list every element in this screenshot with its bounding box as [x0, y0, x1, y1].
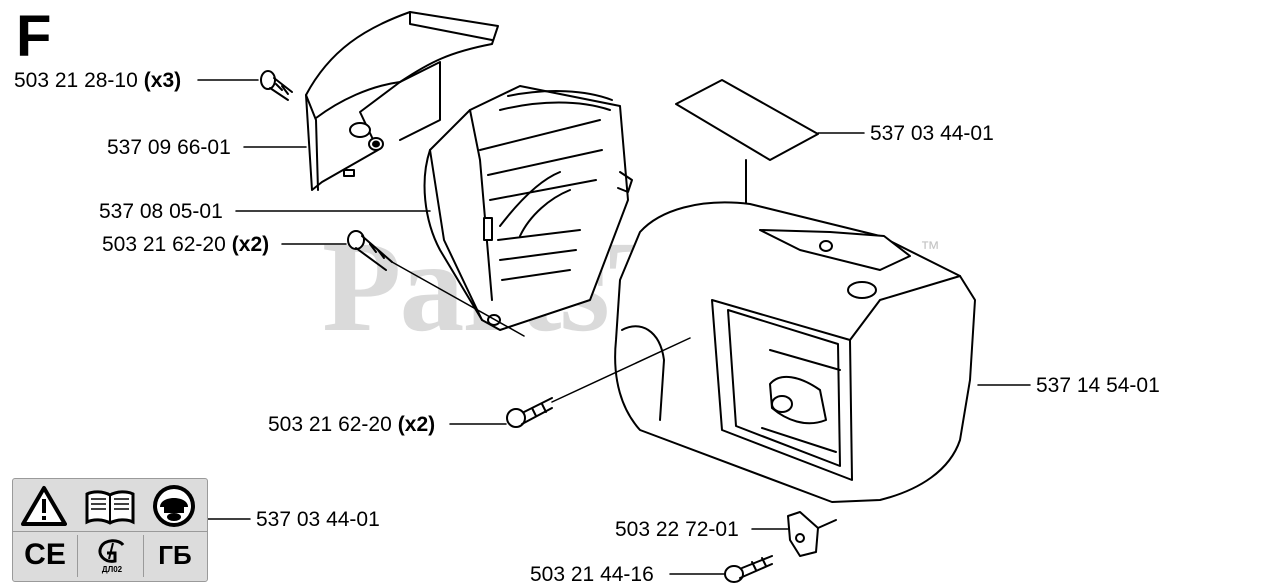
- callout-screw-top: 503 21 28-10(x3): [14, 69, 181, 93]
- part-number: 503 21 62-20: [268, 413, 392, 436]
- warning-triangle-icon: [21, 486, 67, 526]
- part-number: 503 21 44-16: [530, 563, 654, 586]
- cylinder-shroud-part: [423, 85, 633, 331]
- panel-divider: [13, 531, 207, 532]
- callout-screw-clip: 503 21 44-16: [530, 563, 654, 587]
- rst-mark-subtext: ДЛ02: [101, 565, 123, 574]
- quantity: (x2): [397, 413, 436, 436]
- cover-part: [305, 11, 499, 191]
- quantity: (x2): [231, 233, 270, 256]
- part-number: 503 21 28-10: [14, 69, 138, 92]
- trademark-mark: ™: [920, 238, 940, 260]
- ce-mark-icon: CE: [24, 538, 66, 571]
- screw-top: [260, 70, 293, 101]
- part-number: 537 08 05-01: [99, 200, 223, 223]
- part-number: 503 21 62-20: [102, 233, 226, 256]
- screw-shroud: [347, 230, 393, 271]
- leader-lines: [197, 79, 1031, 575]
- rst-mark-icon: [98, 539, 125, 563]
- callout-decal: 537 03 44-01: [870, 122, 994, 146]
- callout-screw-shroud: 503 21 62-20(x2): [102, 233, 269, 257]
- quantity: (x3): [143, 69, 182, 92]
- callout-label-set: 537 03 44-01: [256, 508, 380, 532]
- gost-mark-icon: ГБ: [158, 540, 192, 570]
- panel-divider: [143, 535, 144, 577]
- part-number: 503 22 72-01: [615, 518, 739, 541]
- part-number: 537 03 44-01: [870, 122, 994, 145]
- panel-divider: [77, 535, 78, 577]
- callout-screw-lower: 503 21 62-20(x2): [268, 413, 435, 437]
- section-letter: F: [16, 4, 52, 69]
- callout-clip: 503 22 72-01: [615, 518, 739, 542]
- housing-part: [614, 201, 976, 503]
- callout-cover: 537 09 66-01: [107, 136, 231, 160]
- clip-part: [787, 511, 837, 557]
- label-set-panel: CE ДЛ02 ГБ: [12, 478, 208, 582]
- helmet-protection-icon: [153, 485, 195, 527]
- part-number: 537 09 66-01: [107, 136, 231, 159]
- screw-lower: [506, 397, 553, 428]
- callout-housing: 537 14 54-01: [1036, 374, 1160, 398]
- callout-cylinder-shroud: 537 08 05-01: [99, 200, 223, 224]
- screw-clip: [724, 555, 773, 583]
- part-number: 537 14 54-01: [1036, 374, 1160, 397]
- manual-book-icon: [85, 490, 135, 525]
- part-number: 537 03 44-01: [256, 508, 380, 531]
